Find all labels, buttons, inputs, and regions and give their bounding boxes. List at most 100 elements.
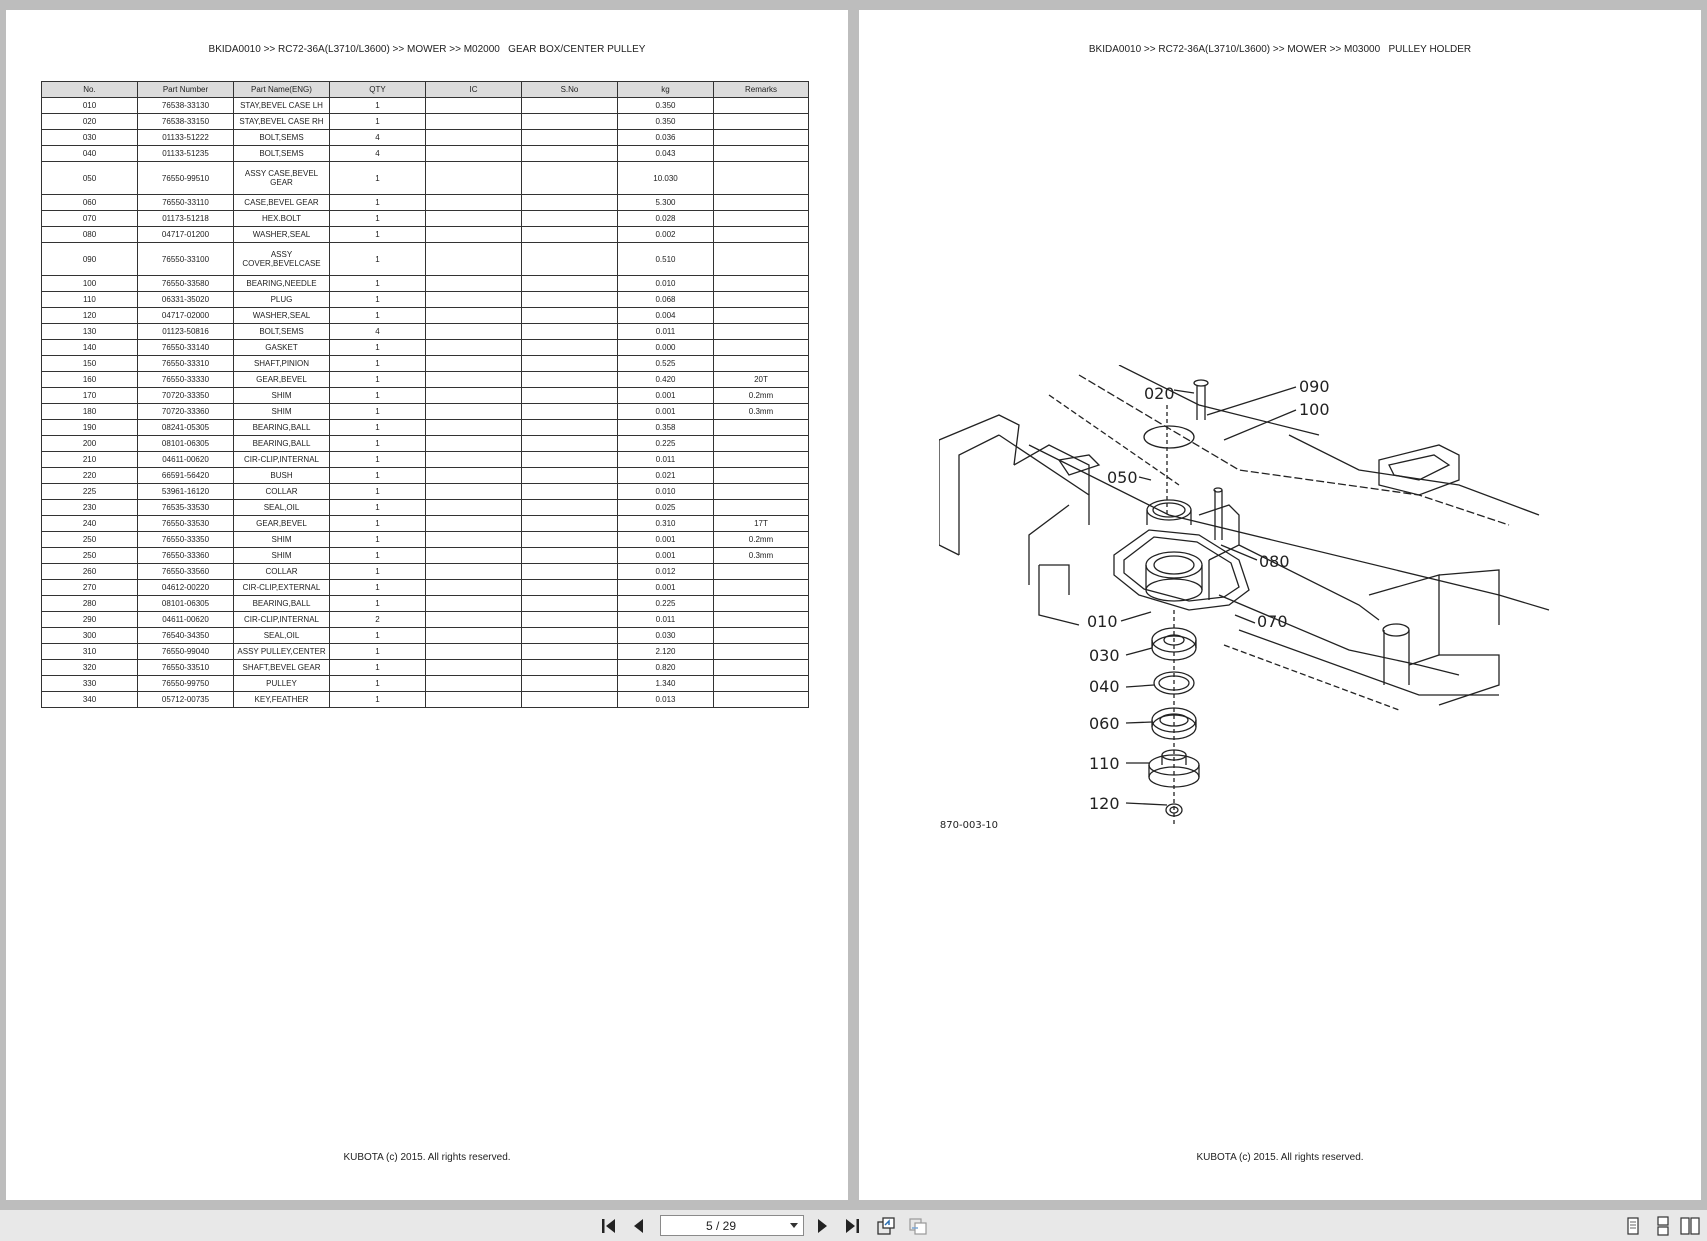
table-cell: 4 (329, 145, 426, 162)
table-cell: 080 (41, 226, 138, 243)
table-cell: SHIM (233, 387, 330, 404)
table-cell: 0.001 (617, 579, 714, 596)
table-cell: 100 (41, 275, 138, 292)
page-number-field[interactable] (660, 1215, 804, 1236)
table-cell: 1 (329, 113, 426, 130)
table-cell: 0.011 (617, 611, 714, 628)
extract-icon[interactable] (907, 1216, 929, 1236)
table-cell (521, 275, 618, 292)
table-cell (425, 194, 522, 211)
table-cell: 230 (41, 499, 138, 516)
table-cell: 0.225 (617, 595, 714, 612)
table-cell: 76550-33560 (137, 563, 234, 580)
table-cell: 220 (41, 467, 138, 484)
two-page-icon[interactable] (1679, 1216, 1701, 1236)
table-cell: 0.001 (617, 403, 714, 420)
table-cell: 290 (41, 611, 138, 628)
chevron-down-icon[interactable] (790, 1223, 798, 1228)
callout-090: 090 (1299, 377, 1330, 396)
table-cell: 120 (41, 307, 138, 324)
table-cell: 0.350 (617, 113, 714, 130)
table-cell: CIR-CLIP,INTERNAL (233, 611, 330, 628)
table-cell: BEARING,BALL (233, 419, 330, 436)
table-cell (521, 339, 618, 356)
column-header: Part Number (137, 81, 234, 98)
table-cell (713, 435, 809, 452)
table-cell: 76550-33330 (137, 371, 234, 388)
table-cell: 76538-33150 (137, 113, 234, 130)
first-page-icon[interactable] (598, 1216, 620, 1236)
table-cell: 180 (41, 403, 138, 420)
table-cell: 5.300 (617, 194, 714, 211)
table-cell (521, 371, 618, 388)
table-cell: 0.025 (617, 499, 714, 516)
table-cell (713, 467, 809, 484)
left-page: BKIDA0010 >> RC72-36A(L3710/L3600) >> MO… (6, 10, 848, 1200)
continuous-icon[interactable] (1652, 1216, 1674, 1236)
table-cell: 1 (329, 563, 426, 580)
table-cell (713, 113, 809, 130)
callout-040: 040 (1089, 677, 1120, 696)
table-cell: 140 (41, 339, 138, 356)
table-cell: 1 (329, 451, 426, 468)
table-cell: 0.820 (617, 659, 714, 676)
table-cell: 04611-00620 (137, 611, 234, 628)
rotate-icon[interactable] (875, 1216, 897, 1236)
table-cell (425, 499, 522, 516)
table-cell (521, 242, 618, 276)
table-cell: 76550-99750 (137, 675, 234, 692)
table-cell: PULLEY (233, 675, 330, 692)
table-cell (713, 451, 809, 468)
table-cell: 0.2mm (713, 387, 809, 404)
table-cell (521, 291, 618, 308)
page-footer: KUBOTA (c) 2015. All rights reserved. (1196, 1152, 1364, 1163)
table-cell: 76550-33350 (137, 531, 234, 548)
table-cell (425, 563, 522, 580)
table-cell: 190 (41, 419, 138, 436)
table-cell (713, 291, 809, 308)
table-cell: 1 (329, 226, 426, 243)
single-page-icon[interactable] (1622, 1216, 1644, 1236)
table-cell: GASKET (233, 339, 330, 356)
table-cell (713, 226, 809, 243)
last-page-icon[interactable] (841, 1216, 863, 1236)
table-cell (521, 659, 618, 676)
table-cell: 300 (41, 627, 138, 644)
table-cell (521, 226, 618, 243)
page-number-input[interactable] (661, 1216, 781, 1235)
table-cell: HEX.BOLT (233, 210, 330, 227)
table-cell: 66591-56420 (137, 467, 234, 484)
table-cell: 1 (329, 515, 426, 532)
column-header: QTY (329, 81, 426, 98)
table-cell: 0.010 (617, 483, 714, 500)
table-cell (425, 691, 522, 708)
table-cell (521, 595, 618, 612)
table-cell (521, 691, 618, 708)
table-cell: 08101-06305 (137, 595, 234, 612)
next-page-icon[interactable] (811, 1216, 833, 1236)
table-cell (521, 531, 618, 548)
callout-050: 050 (1107, 468, 1138, 487)
table-cell: 0.310 (617, 515, 714, 532)
prev-page-icon[interactable] (628, 1216, 650, 1236)
table-cell: COLLAR (233, 563, 330, 580)
table-cell (713, 595, 809, 612)
table-cell (521, 515, 618, 532)
table-cell (521, 435, 618, 452)
table-cell (521, 307, 618, 324)
table-cell: 1 (329, 419, 426, 436)
table-cell: CASE,BEVEL GEAR (233, 194, 330, 211)
table-cell: 70720-33350 (137, 387, 234, 404)
table-cell: 330 (41, 675, 138, 692)
